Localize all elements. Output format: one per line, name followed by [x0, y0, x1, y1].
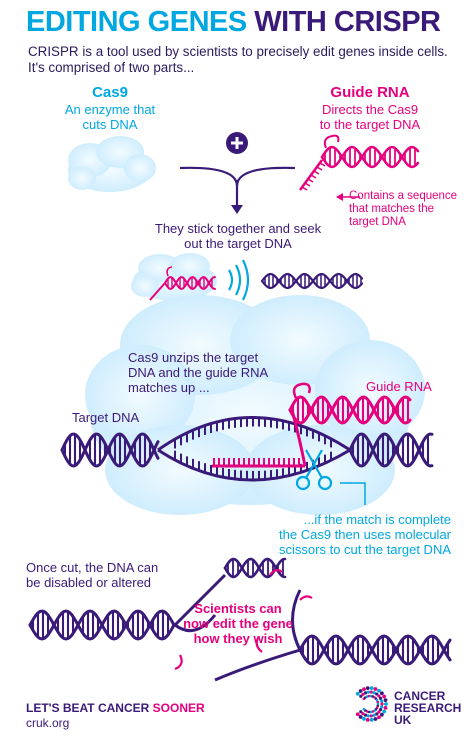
cas9-cloud [68, 136, 156, 192]
slogan-part-b: SOONER [152, 701, 205, 715]
plus-icon [226, 132, 248, 154]
cas9-desc-2: cuts DNA [82, 117, 138, 132]
title-part-2: WITH CRISPR [254, 6, 441, 38]
unzip-line-1: Cas9 unzips the target [128, 350, 259, 365]
guide-rna-title: Guide RNA [330, 84, 410, 101]
guide-note-1: Contains a sequence [349, 190, 458, 202]
unzip-line-2: DNA and the guide RNA [128, 365, 269, 380]
cas9-desc-1: An enzyme that [64, 102, 156, 117]
scientists-3: how they wish [193, 631, 283, 646]
down-arrow-icon [231, 205, 243, 214]
target-dna-main [60, 416, 434, 482]
stick-line-1: They stick together and seek [154, 221, 322, 236]
guide-rna-desc-1: Directs the Cas9 [321, 102, 419, 117]
page-title: EDITING GENES WITH CRISPR [26, 6, 441, 39]
intro-line-1: CRISPR is a tool used by scientists to p… [28, 44, 448, 59]
logo-text: CANCER RESEARCH UK [394, 690, 461, 726]
scientists-2: now edit the gene [183, 616, 293, 631]
once-cut-1: Once cut, the DNA can [26, 560, 159, 575]
large-cloud [85, 295, 425, 515]
logo-line-2: RESEARCH [394, 701, 462, 715]
cut-note-1: ...if the match is complete [303, 512, 451, 527]
logo-line-3: UK [394, 713, 412, 727]
target-dna-small [260, 272, 364, 290]
guide-rna-molecule [298, 134, 420, 191]
signal-waves-icon [228, 259, 250, 301]
stick-line-2: out the target DNA [184, 236, 292, 251]
cut-pointer-line [340, 482, 366, 505]
logo-line-1: CANCER [394, 689, 446, 703]
complex-guide-rna [149, 266, 216, 301]
cut-note-2: the Cas9 then uses molecular [279, 527, 451, 542]
pointer-arrow-icon [336, 193, 360, 201]
guide-note-2: that matches the [349, 203, 435, 215]
footer-slogan: LET'S BEAT CANCER SOONER [26, 701, 205, 715]
footer-url[interactable]: cruk.org [26, 716, 70, 730]
guide-note-3: target DNA [349, 216, 406, 228]
cruk-logo-icon [355, 686, 388, 722]
once-cut-2: be disabled or altered [26, 575, 152, 590]
scissors-icon [295, 449, 333, 491]
intro-line-2: It's comprised of two parts... [28, 60, 195, 75]
scientists-1: Scientists can [194, 601, 282, 616]
cut-dna [28, 557, 452, 682]
title-part-1: EDITING GENES [26, 6, 247, 38]
slogan-part-a: LET'S BEAT CANCER [26, 701, 150, 715]
cas9-title: Cas9 [92, 84, 128, 101]
cut-note-3: scissors to cut the target DNA [279, 542, 451, 557]
guide-rna-desc-2: to the target DNA [319, 117, 421, 132]
label-target-dna: Target DNA [72, 410, 140, 425]
label-guide-rna: Guide RNA [366, 379, 432, 394]
unzip-line-3: matches up ... [128, 380, 210, 395]
join-arrow [179, 166, 296, 208]
guide-rna-main [212, 382, 412, 468]
